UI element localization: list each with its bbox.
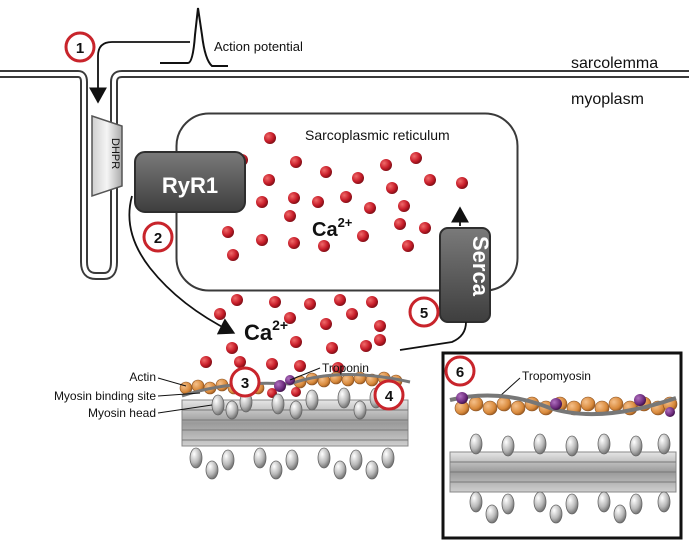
svg-text:4: 4 <box>385 388 394 405</box>
myosin-head-label: Myosin head <box>88 406 156 420</box>
svg-text:2: 2 <box>154 230 162 247</box>
sr-calcium-label: Ca2+ <box>312 215 353 241</box>
ryr1-label: RyR1 <box>162 173 218 198</box>
dhpr-channel: DHPR <box>91 114 123 198</box>
action-potential-trace: Action potential <box>160 7 303 67</box>
step-marker-6: 6 <box>444 355 476 387</box>
step-marker-4: 4 <box>373 379 405 411</box>
tropomyosin-label: Tropomyosin <box>522 369 591 383</box>
cytosol-calcium-label: Ca2+ <box>244 317 288 345</box>
svg-text:3: 3 <box>241 375 249 392</box>
troponin-label: Troponin <box>322 361 369 375</box>
arrow-ap-to-dhpr <box>89 41 190 104</box>
tropomyosin-inset: Tropomyosin <box>441 351 683 540</box>
arrow-reuptake <box>399 321 467 351</box>
step-marker-1: 1 <box>64 31 96 63</box>
sarcolemma-label: sarcolemma <box>571 55 658 72</box>
sarcolemma-membrane <box>0 70 689 280</box>
arrow-release <box>128 195 236 335</box>
step-marker-2: 2 <box>142 221 174 253</box>
ryr1-channel: RyR1 <box>134 151 246 213</box>
myosin-binding-site-label: Myosin binding site <box>54 389 156 403</box>
dhpr-label: DHPR <box>109 138 121 169</box>
action-potential-label: Action potential <box>214 39 303 54</box>
svg-text:6: 6 <box>456 364 464 381</box>
myoplasm-label: myoplasm <box>571 91 644 108</box>
step-marker-3: 3 <box>229 366 261 398</box>
step-marker-5: 5 <box>408 296 440 328</box>
actin-label: Actin <box>129 370 156 384</box>
cytosol-calcium-ions <box>200 294 386 374</box>
sarcoplasmic-reticulum-label: Sarcoplasmic reticulum <box>305 127 450 143</box>
svg-text:1: 1 <box>76 40 84 57</box>
serca-pump: Serca <box>439 227 493 323</box>
svg-text:5: 5 <box>420 305 428 322</box>
serca-label: Serca <box>468 236 493 297</box>
myofilament-labels: Actin Myosin binding site Myosin head Tr… <box>54 361 369 420</box>
